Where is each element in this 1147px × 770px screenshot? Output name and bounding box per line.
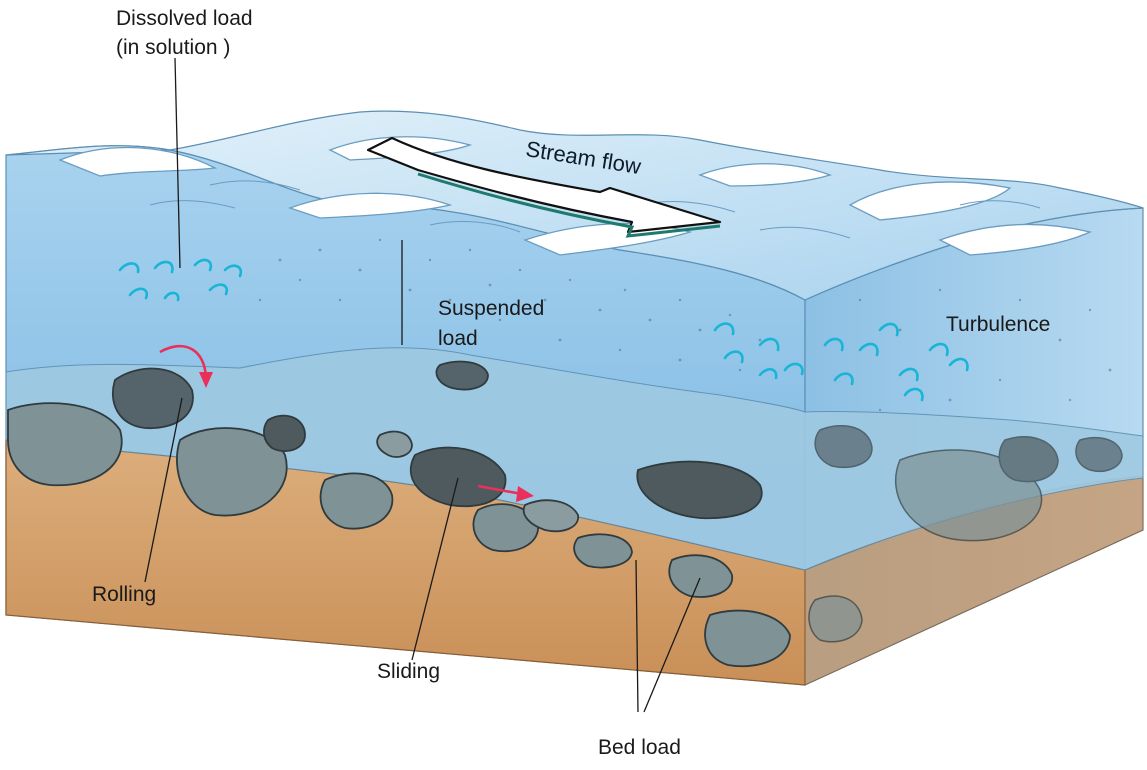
stream-flow-arrow	[366, 136, 722, 234]
label-suspended: Suspended	[438, 297, 545, 320]
label-bed-load: Bed load	[598, 736, 681, 759]
turbulence-swirls	[713, 322, 969, 402]
stream-flow-arrow-shadow	[417, 172, 721, 238]
label-sliding: Sliding	[377, 660, 441, 683]
rolling-arrow	[159, 344, 213, 388]
leader-lines	[144, 57, 701, 713]
label-dissolved-load-sub: (in solution )	[116, 36, 231, 59]
sliding-arrow	[477, 484, 534, 502]
suspended-particles	[258, 238, 1112, 412]
rocks	[7, 360, 791, 668]
dissolved-swirls	[118, 258, 243, 302]
label-rolling: Rolling	[92, 583, 157, 606]
label-turbulence: Turbulence	[946, 313, 1051, 336]
wave-foam	[58, 136, 1092, 256]
label-dissolved-load: Dissolved load	[116, 7, 253, 30]
label-suspended-load: load	[438, 327, 478, 350]
rocks-side	[808, 425, 1123, 643]
